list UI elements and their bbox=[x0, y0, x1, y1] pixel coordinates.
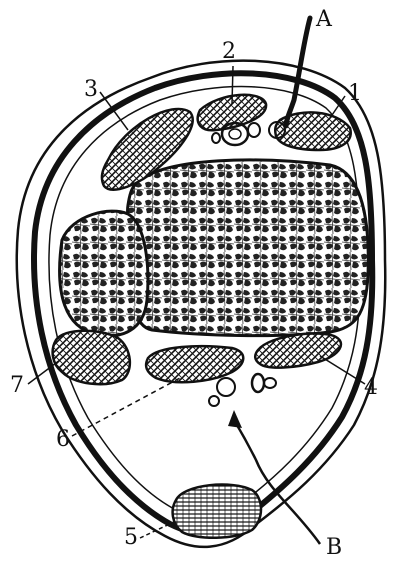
label-5: 5 bbox=[124, 525, 138, 550]
label-6: 6 bbox=[56, 427, 70, 452]
leader-2 bbox=[232, 66, 233, 104]
structure-7 bbox=[53, 331, 130, 384]
label-7: 7 bbox=[10, 373, 24, 398]
lower-vessels bbox=[209, 374, 276, 406]
leader-6 bbox=[72, 378, 180, 436]
structure-6 bbox=[146, 346, 243, 382]
label-4: 4 bbox=[364, 375, 378, 400]
label-2: 2 bbox=[222, 39, 236, 64]
label-1: 1 bbox=[348, 81, 362, 106]
structure-4 bbox=[255, 334, 341, 368]
probe-a-line bbox=[286, 18, 310, 126]
structure-5 bbox=[173, 485, 261, 538]
central-bone bbox=[128, 160, 369, 336]
arrow-b-head bbox=[228, 410, 242, 428]
label-a: A bbox=[315, 7, 333, 32]
left-bone bbox=[60, 211, 148, 335]
label-3: 3 bbox=[84, 77, 98, 102]
label-b: B bbox=[326, 535, 342, 560]
